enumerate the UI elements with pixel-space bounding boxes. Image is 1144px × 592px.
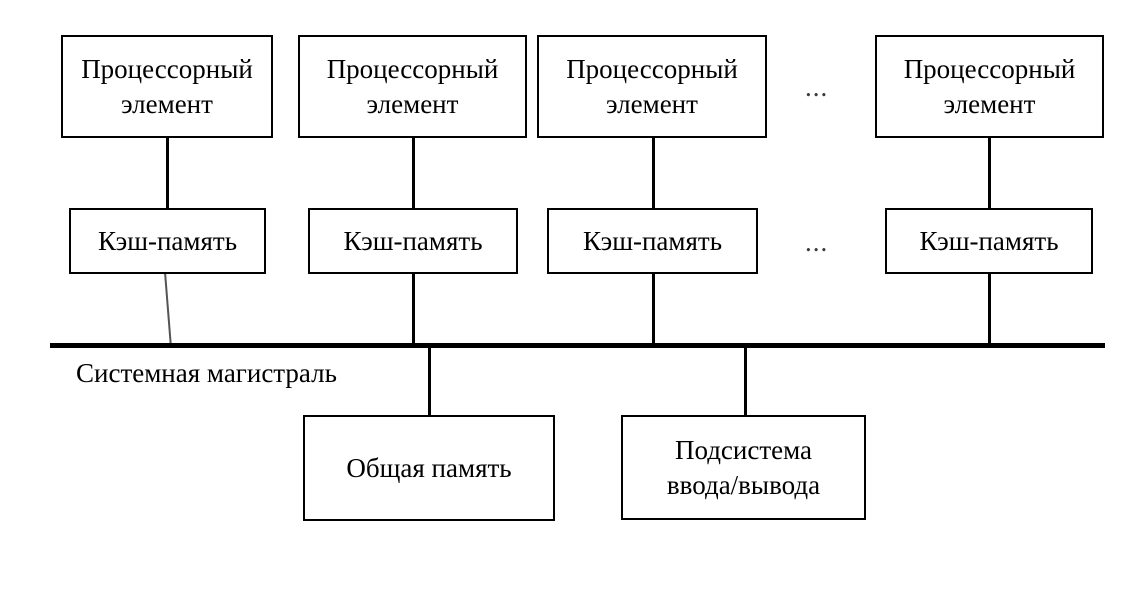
cache-box-4[interactable]: Кэш-память bbox=[885, 208, 1093, 274]
connector-cache1-bus bbox=[164, 271, 172, 349]
connector-cache3-bus bbox=[652, 272, 655, 348]
shared-memory-box[interactable]: Общая память bbox=[303, 415, 555, 521]
connector-pe3-cache3 bbox=[652, 138, 655, 208]
io-subsystem-label: Подсистема ввода/вывода bbox=[666, 434, 821, 500]
system-bus-label: Системная магистраль bbox=[76, 358, 337, 388]
processing-element-box-4[interactable]: Процессорный элемент bbox=[875, 35, 1104, 138]
processing-element-box-3[interactable]: Процессорный элемент bbox=[537, 35, 767, 138]
processing-element-label-1: Процессорный элемент bbox=[81, 53, 253, 119]
processing-element-box-2[interactable]: Процессорный элемент bbox=[298, 35, 527, 138]
connector-cache4-bus bbox=[988, 272, 991, 348]
cache-label-3: Кэш-память bbox=[582, 225, 723, 256]
cache-label-4: Кэш-память bbox=[919, 225, 1059, 256]
processing-element-label-2: Процессорный элемент bbox=[326, 53, 499, 119]
ellipsis-processing-elements: ... bbox=[805, 72, 829, 102]
connector-bus-io-subsystem bbox=[744, 347, 747, 415]
connector-bus-shared-memory bbox=[428, 347, 431, 415]
io-subsystem-box[interactable]: Подсистема ввода/вывода bbox=[621, 415, 866, 520]
cache-label-2: Кэш-память bbox=[343, 225, 483, 256]
system-bus-line bbox=[50, 343, 1105, 348]
cache-box-2[interactable]: Кэш-память bbox=[308, 208, 518, 274]
processing-element-label-4: Процессорный элемент bbox=[903, 53, 1076, 119]
connector-pe4-cache4 bbox=[988, 138, 991, 208]
ellipsis-caches: ... bbox=[805, 227, 829, 257]
processing-element-box-1[interactable]: Процессорный элемент bbox=[61, 35, 273, 138]
connector-pe1-cache1 bbox=[166, 138, 169, 208]
processing-element-label-3: Процессорный элемент bbox=[566, 53, 738, 119]
cache-label-1: Кэш-память bbox=[97, 225, 238, 256]
cache-box-1[interactable]: Кэш-память bbox=[69, 208, 266, 274]
cache-box-3[interactable]: Кэш-память bbox=[547, 208, 758, 274]
connector-cache2-bus bbox=[412, 272, 415, 348]
shared-memory-label: Общая память bbox=[346, 452, 512, 483]
connector-pe2-cache2 bbox=[412, 138, 415, 208]
